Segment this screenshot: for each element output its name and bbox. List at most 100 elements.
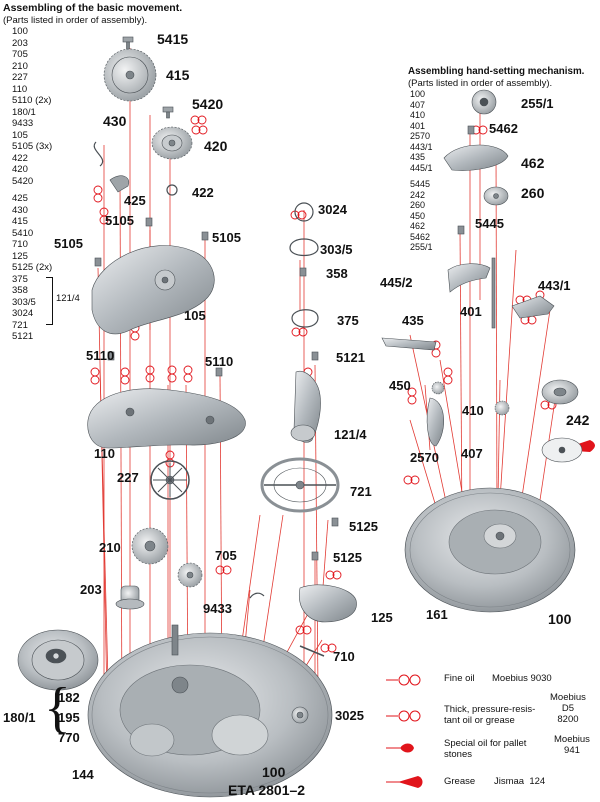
- callout-5125: 5125: [333, 550, 362, 565]
- part-qty: (2x): [35, 262, 53, 273]
- part-item: 721: [12, 319, 28, 331]
- part-item: 260: [410, 200, 426, 210]
- lubrication-legend: Fine oil Moebius 9030 Thick, pressure-re…: [382, 660, 600, 800]
- callout-9433: 9433: [203, 601, 232, 616]
- legend-thick-oil: Thick, pressure-resis- tant oil or greas…: [382, 692, 600, 726]
- part-item: 5125 (2x): [12, 262, 182, 274]
- part-item: 2570: [410, 131, 431, 141]
- callout-121-4: 121/4: [334, 427, 367, 442]
- callout-5110: 5110: [86, 348, 115, 363]
- legend-product-line: 941: [564, 745, 580, 756]
- callout-260: 260: [521, 185, 545, 201]
- callout-303-5: 303/5: [320, 242, 353, 257]
- part-item: 450: [410, 210, 426, 221]
- part-item: 5445: [410, 179, 431, 189]
- handset-title: Assembling hand-setting mechanism.: [408, 66, 585, 77]
- callout-445-2: 445/2: [380, 275, 413, 290]
- part-item: 358: [12, 285, 28, 296]
- callout-401: 401: [460, 304, 482, 319]
- callout-422: 422: [192, 185, 214, 200]
- part-item: 9433: [12, 118, 34, 129]
- callout-5125: 5125: [349, 519, 378, 534]
- red-wedge-icon: [386, 776, 423, 788]
- part-item: 5420: [12, 175, 34, 187]
- legend-pallet-oil: Special oil for pallet stones Moebius 94…: [382, 734, 600, 766]
- callout-203: 203: [80, 582, 102, 597]
- part-item: 100: [410, 89, 426, 99]
- part-item: 125: [12, 250, 28, 262]
- callout-182: 182: [58, 690, 80, 705]
- callout-3025: 3025: [335, 708, 364, 723]
- callout-125: 125: [371, 610, 393, 625]
- handset-subtitle: (Parts listed in order of assembly).: [408, 77, 553, 89]
- basic-movement-parts-list: Assembling of the basic movement. (Parts…: [3, 2, 183, 343]
- legend-product: Jismaa 124: [494, 776, 546, 787]
- legend-grease: Grease Jismaa 124: [382, 770, 600, 800]
- part-item: 443/1: [410, 141, 433, 152]
- part-item: 410: [410, 110, 426, 120]
- callout-450: 450: [389, 378, 411, 393]
- part-number: 5125: [12, 262, 34, 273]
- part-item: 5410: [12, 227, 34, 239]
- callout-3024: 3024: [318, 202, 347, 217]
- legend-fine-oil: Fine oil Moebius 9030: [382, 668, 600, 698]
- callout-5420: 5420: [192, 96, 224, 112]
- part-item: 425: [12, 193, 28, 204]
- callout-425: 425: [124, 193, 146, 208]
- part-item: 375: [12, 273, 28, 285]
- legend-label-line: tant oil or grease: [444, 715, 515, 726]
- part-item: 5121: [12, 331, 34, 342]
- callout-100: 100: [548, 611, 572, 627]
- callout-435: 435: [402, 313, 424, 328]
- part-item: 705: [12, 49, 28, 60]
- callout-5105: 5105: [105, 213, 134, 228]
- callout-255-1: 255/1: [521, 96, 554, 111]
- part-item: 227: [12, 72, 28, 83]
- part-item: 303/5: [12, 296, 36, 308]
- legend-label-line: Special oil for pallet: [444, 738, 527, 749]
- callout-5105: 5105: [54, 236, 83, 251]
- callout-407: 407: [461, 446, 483, 461]
- legend-product-line: Moebius: [554, 734, 590, 745]
- part-item: 203: [12, 37, 28, 49]
- bracket: [46, 276, 53, 325]
- callout-144: 144: [72, 767, 94, 782]
- part-item: 407: [410, 99, 426, 110]
- callout-105: 105: [184, 308, 206, 323]
- double-circle-icon: [386, 710, 421, 722]
- callout-100: 100: [262, 764, 286, 780]
- part-item: 5462: [410, 231, 431, 242]
- part-item: 462: [410, 221, 426, 231]
- double-circle-icon: [386, 674, 421, 686]
- callout-705: 705: [215, 548, 237, 563]
- callout-5445: 5445: [475, 216, 504, 231]
- basic-title: Assembling of the basic movement.: [3, 2, 183, 14]
- part-item: 210: [12, 60, 28, 72]
- part-item: 5105 (3x): [12, 141, 182, 153]
- callout-375: 375: [337, 313, 359, 328]
- callout-110: 110: [94, 446, 115, 461]
- part-qty: (2x): [35, 95, 52, 106]
- part-item: 110: [12, 83, 28, 95]
- callout-710: 710: [333, 649, 355, 664]
- callout-161: 161: [426, 607, 448, 622]
- callout-430: 430: [103, 113, 127, 129]
- part-item: 242: [410, 189, 426, 200]
- part-qty: (3x): [35, 141, 53, 152]
- callout-2570: 2570: [410, 450, 439, 465]
- callout-227: 227: [117, 470, 139, 485]
- legend-label: Grease: [444, 776, 476, 787]
- part-item: 445/1: [410, 162, 433, 173]
- callout-721: 721: [350, 484, 372, 499]
- legend-label-line: Thick, pressure-resis-: [444, 704, 536, 715]
- callout-462: 462: [521, 155, 545, 171]
- part-number: 5105: [12, 141, 34, 152]
- red-drop-icon: [386, 743, 414, 753]
- callout-210: 210: [99, 540, 121, 555]
- callout-415: 415: [166, 67, 190, 83]
- basic-subtitle: (Parts listed in order of assembly).: [3, 14, 148, 26]
- callout-5462: 5462: [489, 121, 518, 136]
- legend-label: Fine oil: [444, 673, 475, 684]
- callout-180-1: 180/1: [3, 710, 36, 725]
